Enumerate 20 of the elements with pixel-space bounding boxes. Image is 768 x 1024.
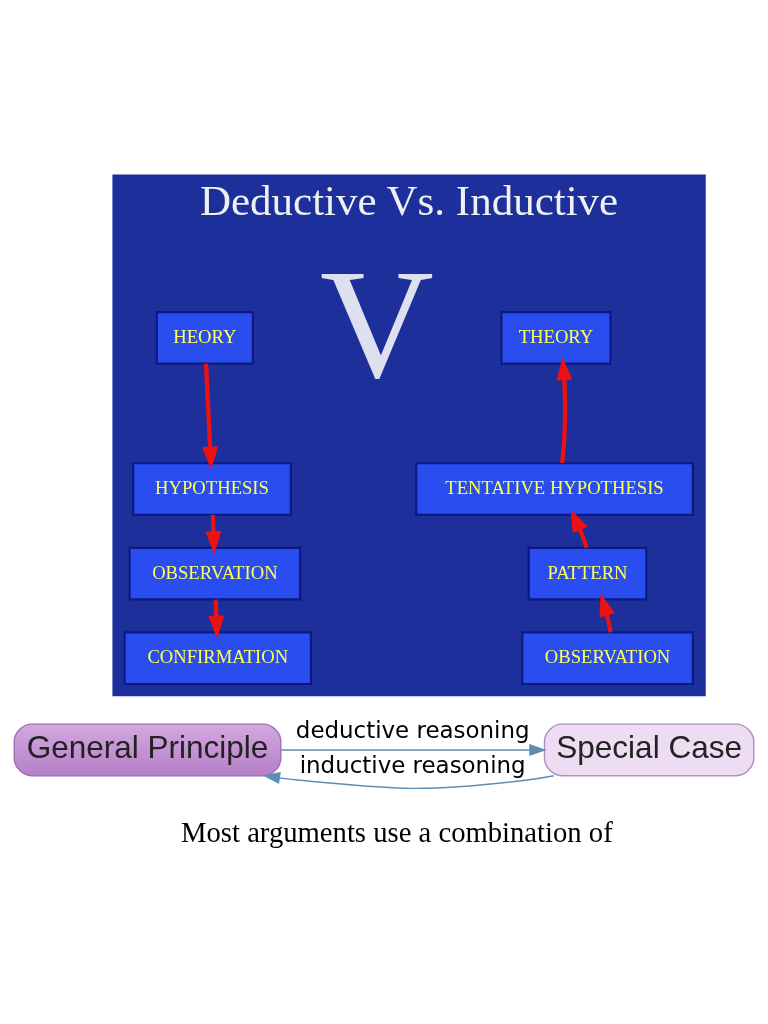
node-box: THEORY — [500, 311, 612, 365]
node-box: TENTATIVE HYPOTHESIS — [415, 462, 694, 516]
arrow — [202, 363, 219, 470]
edge-label: deductive reasoning — [295, 717, 530, 744]
node-box: Special Case — [543, 723, 755, 777]
arrow — [570, 509, 589, 549]
node-box: HEORY — [155, 311, 254, 365]
arrow — [262, 771, 555, 790]
node-box: General Principle — [13, 723, 282, 777]
node-box: CONFIRMATION — [123, 631, 312, 686]
node-box: OBSERVATION — [521, 631, 694, 686]
arrow — [599, 593, 615, 633]
node-box: HYPOTHESIS — [132, 462, 292, 516]
edge-label: inductive reasoning — [299, 751, 526, 778]
label: V — [319, 237, 434, 412]
arrow — [280, 743, 547, 756]
arrow — [556, 357, 573, 464]
label: Most arguments use a combination of — [181, 815, 613, 848]
node-box: PATTERN — [527, 546, 648, 601]
node-box: OBSERVATION — [128, 546, 302, 601]
